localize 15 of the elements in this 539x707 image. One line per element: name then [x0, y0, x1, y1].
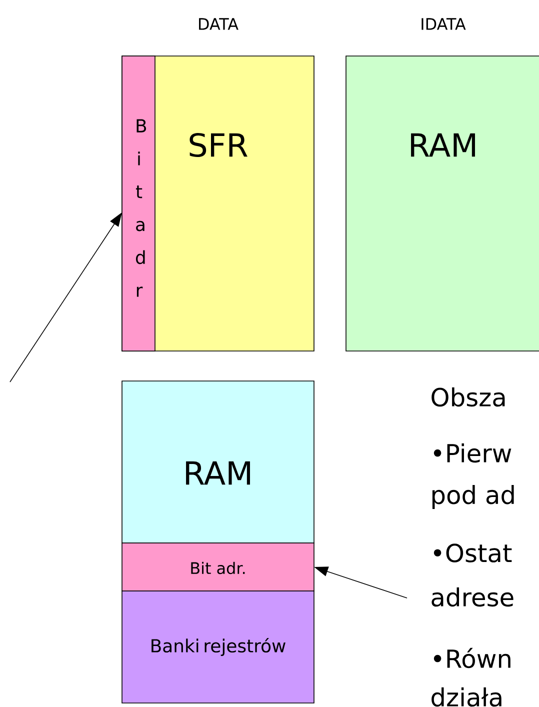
block-label: B i t a d r	[136, 119, 146, 297]
text-fragment: •Równ	[434, 648, 510, 668]
text-fragment: Obsza	[432, 387, 505, 407]
text-fragment: •Ostat	[434, 544, 512, 562]
text-fragment: pod ad	[432, 484, 514, 510]
text-fragment: •Pierw	[434, 443, 512, 463]
block-label: Banki rejestrów	[152, 638, 286, 656]
block-label: RAM	[186, 461, 250, 485]
block-heading: IDATA	[422, 18, 466, 30]
block-label: SFR	[190, 132, 248, 158]
text-fragment: adrese	[432, 587, 514, 607]
text-fragment: działa	[432, 687, 502, 707]
block-label: Bit adr.	[191, 562, 245, 574]
block-heading: DATA	[199, 18, 238, 30]
block-label: RAM	[411, 133, 475, 157]
